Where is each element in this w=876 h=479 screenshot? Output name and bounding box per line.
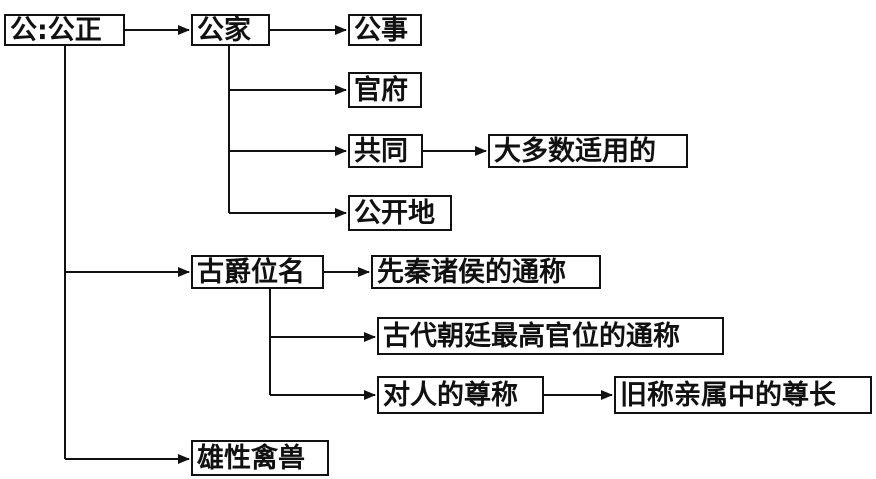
node-gongtong: 共同 xyxy=(348,134,423,168)
node-guanfu: 官府 xyxy=(348,72,422,108)
node-gongkaidi-label: 公开地 xyxy=(354,197,435,229)
node-xianqin-label: 先秦诸侯的通称 xyxy=(377,256,566,288)
node-daduoshu-label: 大多数适用的 xyxy=(494,135,656,167)
node-gujuewei: 古爵位名 xyxy=(191,255,324,289)
node-gongjia-label: 公家 xyxy=(197,14,251,46)
node-gongshi-label: 公事 xyxy=(354,14,408,46)
node-xianqin: 先秦诸侯的通称 xyxy=(371,255,601,289)
node-duiren: 对人的尊称 xyxy=(377,376,544,414)
node-jiucheng: 旧称亲属中的尊长 xyxy=(614,376,872,414)
node-jiucheng-label: 旧称亲属中的尊长 xyxy=(620,379,836,411)
node-gujuewei-label: 古爵位名 xyxy=(197,256,305,288)
node-root: 公:公正 xyxy=(4,14,125,46)
node-gongtong-label: 共同 xyxy=(354,135,408,167)
node-gongkaidi: 公开地 xyxy=(348,195,452,231)
node-gudai-label: 古代朝廷最高官位的通称 xyxy=(383,320,680,352)
node-gudai: 古代朝廷最高官位的通称 xyxy=(377,317,724,355)
node-guanfu-label: 官府 xyxy=(354,74,408,106)
node-daduoshu: 大多数适用的 xyxy=(488,134,688,168)
node-duiren-label: 对人的尊称 xyxy=(383,379,518,411)
node-xiongxing: 雄性禽兽 xyxy=(191,440,329,476)
node-root-label: 公:公正 xyxy=(10,14,102,46)
node-gongjia: 公家 xyxy=(191,14,270,46)
node-gongshi: 公事 xyxy=(348,14,422,46)
node-xiongxing-label: 雄性禽兽 xyxy=(197,442,305,474)
